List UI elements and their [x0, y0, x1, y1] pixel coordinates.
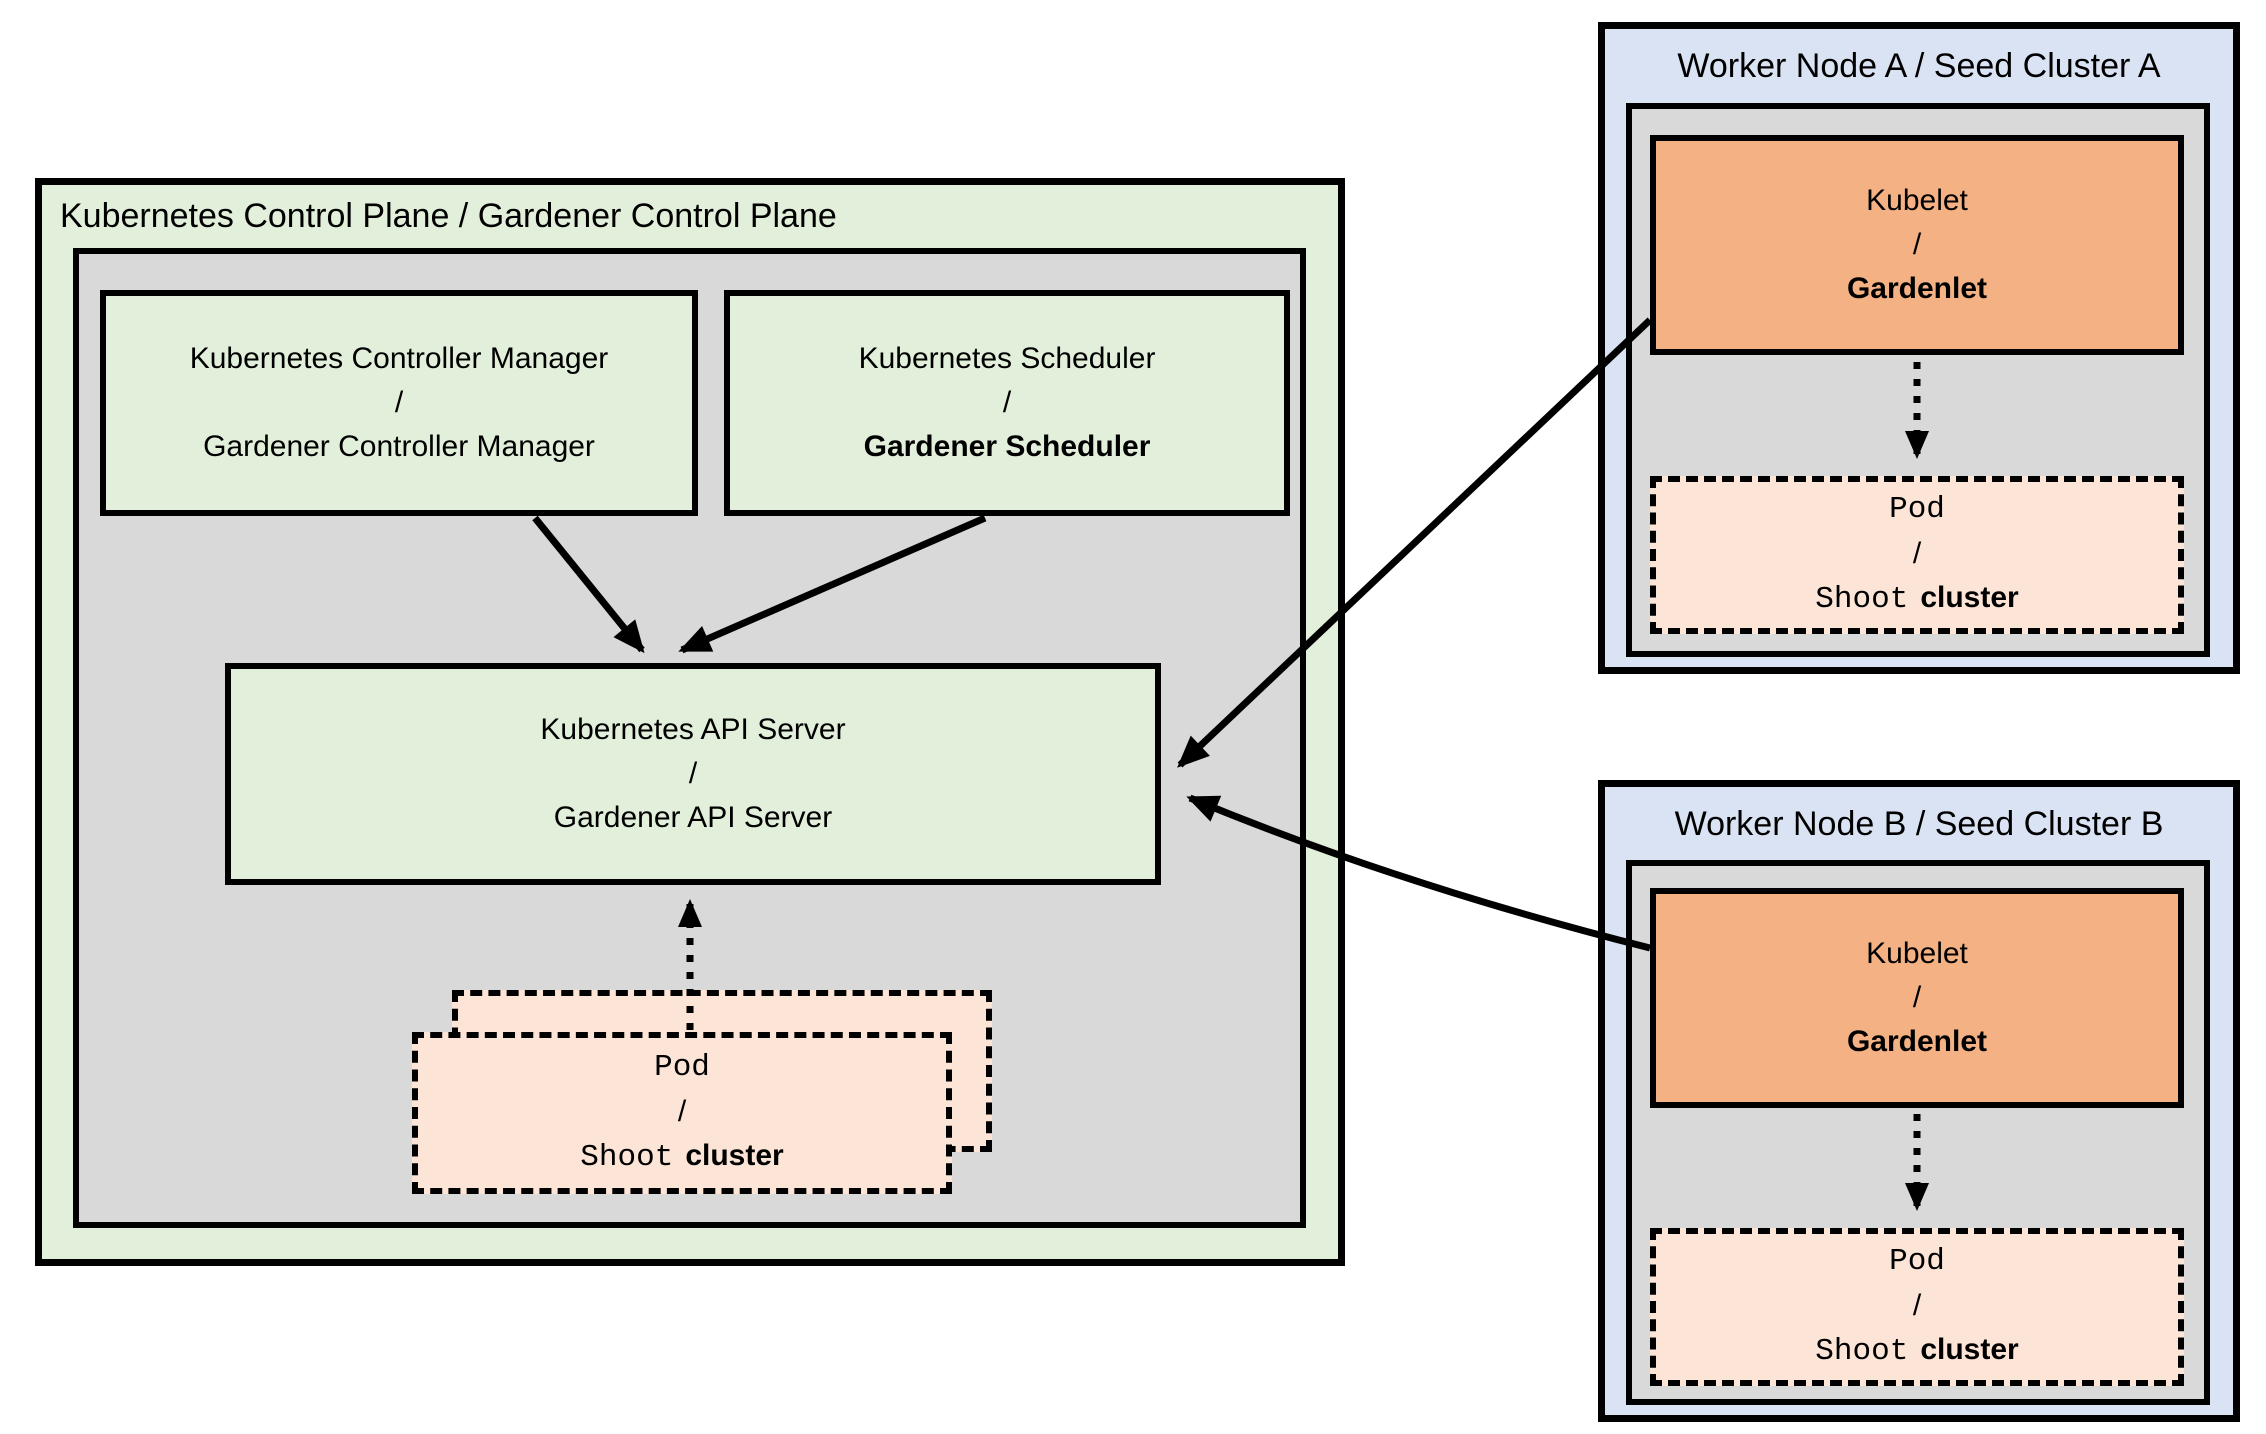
scheduler-label: Kubernetes Scheduler / Gardener Schedule… [730, 296, 1284, 510]
pod-shoot-code: Shoot [580, 1140, 674, 1175]
kubelet-a-line2: Gardenlet [1846, 272, 1988, 305]
kubelet-b-label: Kubelet / Gardenlet [1656, 894, 2178, 1102]
controller-manager-box: Kubernetes Controller Manager / Gardener… [100, 290, 698, 516]
pod-b-cluster-text: cluster [1920, 1333, 2019, 1366]
kubelet-a-line1: Kubelet [1866, 184, 1968, 217]
api-server-line1: Kubernetes API Server [540, 713, 846, 746]
pod-a-cluster-text: cluster [1920, 581, 2019, 614]
pod-shoot-cluster-b-label: Pod / Shoot cluster [1656, 1234, 2178, 1380]
pod-a-line3: Shoot cluster [1815, 576, 2018, 622]
pod-b-line3: Shoot cluster [1815, 1328, 2018, 1374]
kubelet-a-label: Kubelet / Gardenlet [1656, 141, 2178, 349]
worker-node-b-title: Worker Node B / Seed Cluster B [1674, 804, 2164, 843]
pod-a-shoot-code: Shoot [1815, 582, 1909, 617]
control-plane-title: Kubernetes Control Plane / Gardener Cont… [60, 196, 837, 235]
pod-line1: Pod [654, 1050, 710, 1085]
scheduler-line2: Gardener Scheduler [863, 430, 1151, 463]
pod-a-line1: Pod [1889, 492, 1945, 527]
api-server-separator: / [688, 757, 698, 790]
pod-cluster-text: cluster [685, 1139, 784, 1172]
kubelet-b-separator: / [1912, 981, 1922, 1014]
pod-b-separator: / [1912, 1289, 1922, 1322]
controller-manager-separator: / [394, 386, 404, 419]
scheduler-separator: / [1002, 386, 1012, 419]
pod-shoot-cluster-b-box: Pod / Shoot cluster [1650, 1228, 2184, 1386]
pod-shoot-cluster-label: Pod / Shoot cluster [418, 1038, 946, 1188]
api-server-line2: Gardener API Server [553, 801, 833, 834]
pod-line3: Shoot cluster [580, 1134, 783, 1180]
pod-shoot-cluster-front-box: Pod / Shoot cluster [412, 1032, 952, 1194]
pod-a-separator: / [1912, 537, 1922, 570]
kubelet-b-line2: Gardenlet [1846, 1025, 1988, 1058]
kubelet-a-box: Kubelet / Gardenlet [1650, 135, 2184, 355]
scheduler-box: Kubernetes Scheduler / Gardener Schedule… [724, 290, 1290, 516]
scheduler-line1: Kubernetes Scheduler [858, 342, 1156, 375]
controller-manager-label: Kubernetes Controller Manager / Gardener… [106, 296, 692, 510]
kubelet-b-line1: Kubelet [1866, 937, 1968, 970]
worker-node-a-title: Worker Node A / Seed Cluster A [1677, 46, 2161, 85]
pod-shoot-cluster-a-box: Pod / Shoot cluster [1650, 476, 2184, 634]
api-server-label: Kubernetes API Server / Gardener API Ser… [231, 669, 1155, 879]
api-server-box: Kubernetes API Server / Gardener API Ser… [225, 663, 1161, 885]
pod-shoot-cluster-a-label: Pod / Shoot cluster [1656, 482, 2178, 628]
kubelet-b-box: Kubelet / Gardenlet [1650, 888, 2184, 1108]
kubelet-a-separator: / [1912, 228, 1922, 261]
pod-separator: / [677, 1095, 687, 1128]
controller-manager-line1: Kubernetes Controller Manager [189, 342, 609, 375]
controller-manager-line2: Gardener Controller Manager [203, 430, 595, 463]
pod-b-line1: Pod [1889, 1244, 1945, 1279]
pod-b-shoot-code: Shoot [1815, 1334, 1909, 1369]
